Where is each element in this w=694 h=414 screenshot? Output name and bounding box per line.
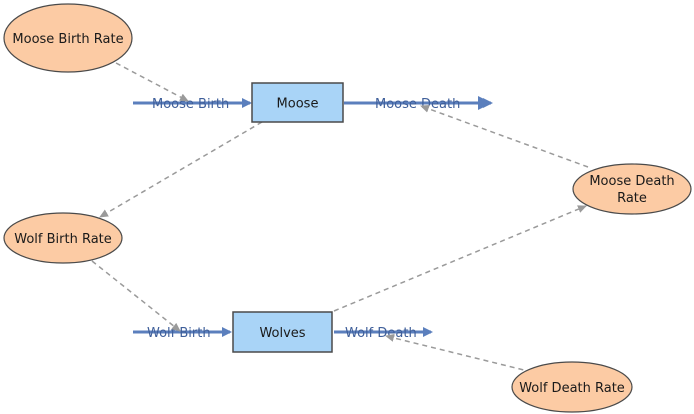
variable-moose-death-rate-label-line1: Moose Death: [589, 174, 674, 189]
flow-moose-death-label: Moose Death: [375, 97, 460, 112]
stock-moose-box: [251, 82, 344, 123]
variable-wolf-birth-rate-label: Wolf Birth Rate: [14, 232, 112, 247]
stock-wolves-box: [232, 311, 333, 353]
link-wolves-to-moose-death-rate[interactable]: [333, 205, 587, 312]
variable-wolf-death-rate-label: Wolf Death Rate: [519, 381, 625, 396]
variable-moose-birth-rate[interactable]: Moose Birth Rate: [3, 3, 133, 73]
variable-moose-death-rate[interactable]: Moose Death Rate: [572, 163, 692, 215]
stock-wolves[interactable]: Wolves: [232, 311, 333, 353]
flow-moose-death[interactable]: Moose Death: [344, 96, 493, 112]
flow-wolf-death[interactable]: Wolf Death: [334, 326, 433, 341]
link-wolf-birth-rate-to-wolf-birth[interactable]: [91, 260, 181, 332]
flow-moose-birth-label: Moose Birth: [152, 97, 229, 112]
variable-moose-birth-rate-label: Moose Birth Rate: [12, 32, 123, 47]
variable-wolf-birth-rate-shape: [3, 212, 123, 264]
flow-moose-birth[interactable]: Moose Birth: [133, 97, 252, 112]
variable-wolf-death-rate-shape: [511, 361, 633, 413]
links: [91, 62, 589, 373]
variable-moose-death-rate-label-line2: Rate: [617, 191, 647, 206]
flow-wolf-death-label: Wolf Death: [345, 326, 417, 341]
variable-wolf-birth-rate[interactable]: Wolf Birth Rate: [3, 212, 123, 264]
stock-moose-label: Moose: [277, 97, 319, 112]
flow-wolf-birth-label: Wolf Birth: [147, 326, 211, 341]
link-birth-rate-to-moose-birth[interactable]: [115, 62, 189, 102]
link-moose-to-wolf-birth-rate[interactable]: [99, 121, 263, 218]
link-death-rate-to-moose-death[interactable]: [420, 104, 589, 168]
variable-moose-birth-rate-shape: [3, 3, 133, 73]
flow-wolf-birth[interactable]: Wolf Birth: [133, 326, 232, 341]
stock-moose[interactable]: Moose: [251, 82, 344, 123]
variable-wolf-death-rate[interactable]: Wolf Death Rate: [511, 361, 633, 413]
stock-wolves-label: Wolves: [259, 326, 305, 341]
link-wolf-death-rate-to-wolf-death[interactable]: [385, 334, 533, 373]
flow-moose-death-arrowhead: [478, 96, 492, 110]
variable-moose-death-rate-shape: [572, 163, 692, 215]
